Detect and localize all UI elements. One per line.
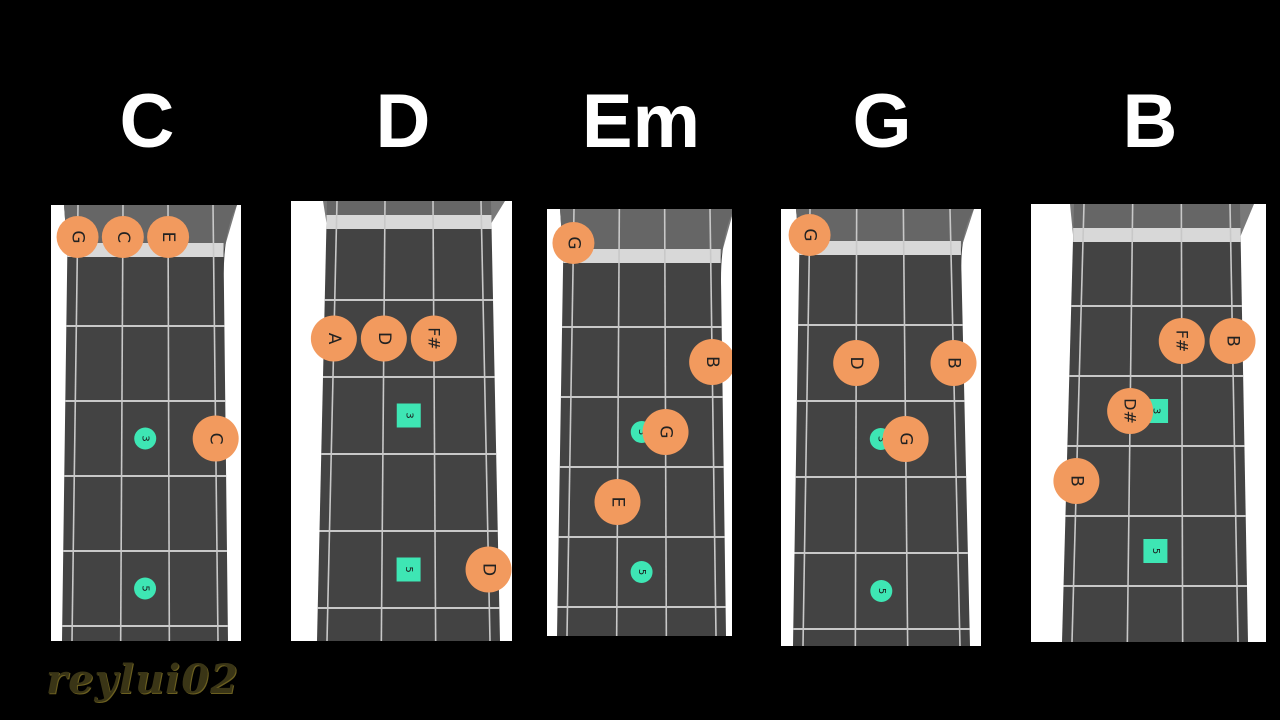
fretboard bbox=[793, 209, 974, 646]
nut bbox=[1073, 228, 1241, 242]
string-line bbox=[854, 209, 858, 646]
finger-dot bbox=[594, 479, 641, 525]
finger-dot-note: G bbox=[656, 425, 676, 438]
finger-dot bbox=[410, 315, 457, 362]
fret-marker bbox=[1143, 539, 1168, 563]
fret-marker-label: 3 bbox=[140, 435, 151, 441]
chord-diagram-g: 3 5 G D B G bbox=[781, 209, 981, 646]
chord-diagram-b: 3 5 F# B D# B bbox=[1031, 204, 1266, 642]
string-line bbox=[71, 205, 79, 641]
fret-marker-label: 3 bbox=[403, 412, 414, 418]
string-line bbox=[1229, 204, 1239, 642]
chord-diagram-em: 3 5 G B G E bbox=[547, 209, 732, 636]
chord-diagram-d: 3 5 A D F# D bbox=[291, 201, 512, 641]
string-line bbox=[1071, 204, 1085, 642]
chord-title-g: G bbox=[852, 79, 912, 164]
nut bbox=[563, 249, 721, 263]
chord-title-c: C bbox=[119, 79, 175, 164]
finger-dot bbox=[1107, 388, 1154, 434]
finger-dot bbox=[882, 416, 929, 462]
string-line bbox=[432, 201, 437, 641]
fret-marker-label: 5 bbox=[1150, 548, 1161, 554]
string-line bbox=[326, 201, 338, 641]
finger-dot-note: D bbox=[374, 332, 394, 345]
string-line bbox=[1180, 204, 1184, 642]
fret-marker bbox=[134, 427, 157, 450]
finger-dot bbox=[930, 340, 977, 386]
string-line bbox=[566, 209, 575, 636]
finger-dot bbox=[147, 216, 190, 258]
finger-dot bbox=[465, 546, 512, 593]
nut bbox=[799, 241, 961, 255]
nut-area bbox=[560, 209, 732, 257]
finger-dot bbox=[1158, 318, 1205, 364]
finger-dot bbox=[788, 214, 831, 256]
chord-title-b: B bbox=[1122, 79, 1178, 164]
fret-marker-label: 5 bbox=[636, 569, 647, 575]
string-line bbox=[119, 205, 124, 641]
fret-marker-label: 3 bbox=[875, 436, 886, 442]
finger-dot-note: G bbox=[563, 236, 583, 249]
finger-dot-note: B bbox=[944, 357, 964, 369]
finger-dot bbox=[689, 339, 732, 385]
watermark-text: reylui02 bbox=[46, 656, 239, 703]
fret-marker-label: 5 bbox=[876, 588, 887, 594]
finger-dot bbox=[310, 315, 357, 362]
string-line bbox=[949, 209, 961, 646]
finger-dot-note: D bbox=[479, 563, 499, 576]
finger-dot bbox=[101, 216, 144, 258]
finger-dot-note: C bbox=[206, 433, 226, 445]
finger-dot-note: E bbox=[158, 232, 178, 243]
fret-marker bbox=[870, 580, 893, 602]
finger-dot-note: D bbox=[846, 356, 866, 369]
finger-dot bbox=[56, 216, 99, 258]
finger-dot bbox=[192, 415, 239, 462]
finger-dot-note: B bbox=[1066, 475, 1086, 487]
finger-dot-note: F# bbox=[1172, 330, 1191, 353]
fret-marker bbox=[134, 577, 157, 600]
finger-dot-note: G bbox=[68, 230, 88, 243]
finger-dot bbox=[552, 222, 595, 264]
finger-dot-note: G bbox=[896, 432, 916, 445]
string-line bbox=[167, 205, 171, 641]
fret-marker-label: 5 bbox=[140, 585, 151, 591]
finger-dot bbox=[642, 409, 689, 455]
string-line bbox=[802, 209, 811, 646]
finger-dot bbox=[1053, 458, 1100, 504]
fret-marker bbox=[396, 403, 421, 428]
finger-dot-note: F# bbox=[424, 327, 443, 350]
chord-title-d: D bbox=[375, 79, 431, 164]
finger-dot-note: C bbox=[113, 231, 133, 243]
finger-dot-note: E bbox=[608, 497, 628, 508]
finger-dot-note: A bbox=[324, 333, 344, 345]
string-line bbox=[615, 209, 621, 636]
finger-dot-note: G bbox=[800, 228, 820, 241]
finger-dot-note: B bbox=[1223, 335, 1243, 347]
chord-title-em: Em bbox=[581, 79, 701, 164]
finger-dot bbox=[360, 315, 407, 362]
fret-marker-label: 3 bbox=[636, 429, 647, 435]
fret-marker-label: 5 bbox=[403, 566, 414, 572]
finger-dot bbox=[833, 340, 880, 386]
fret-marker-label: 3 bbox=[1151, 408, 1162, 414]
finger-dot bbox=[1209, 318, 1256, 364]
nut-area bbox=[796, 209, 974, 249]
fret-marker bbox=[630, 561, 653, 583]
fret-marker bbox=[396, 557, 421, 582]
chord-diagram-c: 3 5 G C E C bbox=[51, 205, 241, 641]
finger-dot-note: D# bbox=[1121, 398, 1140, 424]
string-line bbox=[380, 201, 386, 641]
string-line bbox=[709, 209, 717, 636]
nut bbox=[326, 215, 492, 229]
fretboard bbox=[62, 205, 237, 641]
finger-dot-note: B bbox=[702, 356, 722, 368]
